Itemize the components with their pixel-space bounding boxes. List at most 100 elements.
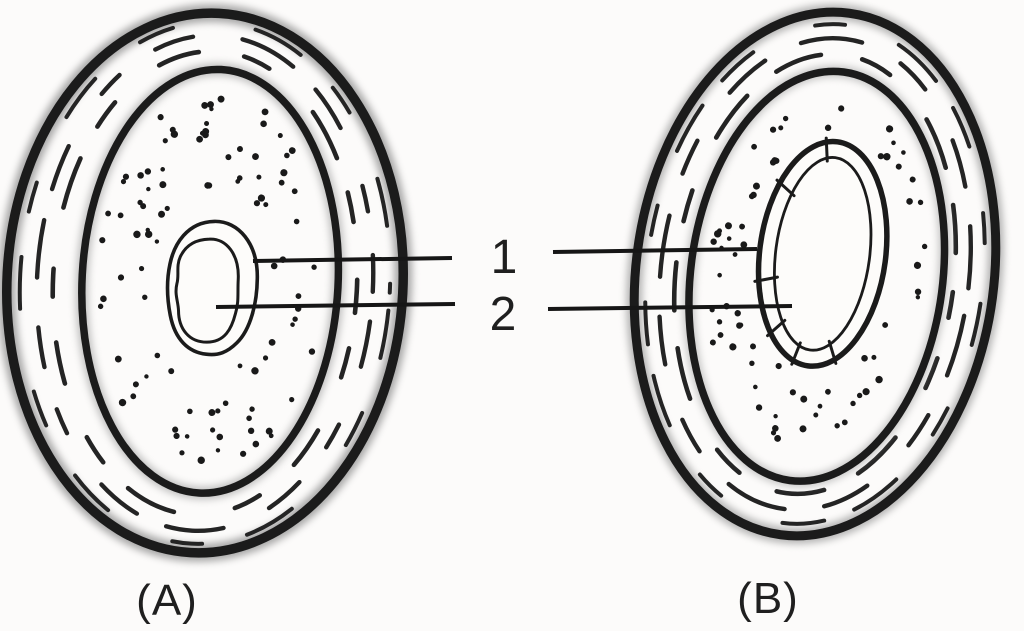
cytoplasm-dot	[280, 169, 288, 177]
cytoplasm-dot	[834, 423, 840, 429]
cytoplasm-dot	[197, 456, 205, 464]
cell-b-vacuole-inner-membrane	[773, 156, 873, 352]
cell-a	[0, 4, 413, 562]
cell-a-wall-striation	[17, 20, 393, 546]
cytoplasm-dot	[133, 230, 141, 239]
cytoplasm-dot	[137, 199, 143, 206]
cytoplasm-dot	[838, 105, 845, 112]
cytoplasm-dot	[196, 135, 204, 143]
cytoplasm-dot	[749, 360, 755, 367]
cell-a-wall-texture	[17, 20, 393, 546]
cytoplasm-dot	[750, 343, 757, 350]
cytoplasm-dot	[817, 403, 823, 409]
cytoplasm-dot	[240, 450, 247, 457]
cytoplasm-dot	[247, 427, 255, 435]
cytoplasm-dot	[891, 140, 896, 146]
cytoplasm-dot	[917, 199, 924, 206]
cytoplasm-dot	[168, 368, 175, 375]
cytoplasm-dot	[132, 381, 139, 388]
cytoplasm-dot	[164, 205, 170, 212]
vacuole-membrane-tick	[766, 318, 787, 338]
cytoplasm-dot	[154, 352, 161, 359]
callout-2-line-to-cell-b	[547, 304, 793, 311]
cell-b	[626, 4, 1004, 544]
cytoplasm-dot	[906, 198, 913, 205]
cytoplasm-dot	[755, 404, 763, 411]
callout-2-label: 2	[490, 288, 517, 341]
cytoplasm-dot	[717, 272, 722, 278]
cytoplasm-dot	[751, 143, 757, 150]
cytoplasm-dot	[813, 412, 819, 418]
cell-b-wall-striation	[643, 22, 987, 526]
vacuole-membrane-tick	[827, 339, 838, 365]
cytoplasm-dot	[260, 120, 267, 128]
cytoplasm-dot	[277, 133, 283, 139]
cytoplasm-dot	[856, 392, 863, 399]
vacuole-membrane-tick	[775, 178, 796, 198]
cytoplasm-dot	[717, 332, 724, 338]
cytoplasm-dot	[739, 223, 745, 230]
cytoplasm-dot	[901, 150, 906, 155]
cytoplasm-dot	[114, 355, 122, 363]
cytoplasm-dot	[734, 310, 741, 317]
cytoplasm-dot	[100, 295, 107, 303]
cytoplasm-dot	[732, 252, 738, 257]
cytoplasm-dot	[169, 126, 176, 133]
panel-a-label: (A)	[136, 576, 198, 625]
cytoplasm-dot	[895, 163, 902, 170]
cytoplasm-dot	[913, 261, 922, 270]
cytoplasm-dot	[716, 319, 723, 325]
cytoplasm-dot	[311, 264, 317, 270]
cytoplasm-dot	[850, 400, 856, 407]
cell-b-wall-texture	[643, 22, 987, 526]
cytoplasm-dot	[99, 237, 106, 244]
cytoplasm-dot	[753, 384, 758, 390]
cytoplasm-dot	[778, 125, 784, 131]
cytoplasm-dot	[270, 262, 278, 270]
cytoplasm-dot	[215, 408, 221, 414]
cytoplasm-dot	[117, 212, 124, 219]
cytoplasm-dot	[204, 182, 211, 189]
cytoplasm-dot	[726, 236, 732, 241]
cytoplasm-dot	[118, 398, 127, 407]
cytoplasm-dot	[122, 173, 130, 180]
cytoplasm-dot	[184, 434, 190, 439]
cytoplasm-dot	[217, 95, 225, 103]
cytoplasm-dot	[740, 241, 748, 249]
cytoplasm-dot	[187, 408, 193, 415]
cytoplasm-dot	[237, 363, 243, 369]
cytoplasm-dot	[769, 126, 777, 133]
cytoplasm-dot	[773, 413, 778, 419]
cytoplasm-dot	[862, 388, 870, 396]
cell-b-vacuole-membrane-ticks	[753, 136, 838, 366]
cytoplasm-dot	[729, 343, 737, 351]
cell-a-inner-membrane	[78, 65, 343, 497]
cytoplasm-dot	[157, 114, 164, 121]
cytoplasm-dot	[263, 202, 269, 208]
cytoplasm-dot	[885, 125, 894, 133]
cytoplasm-dot	[921, 243, 928, 250]
cytoplasm-dot	[289, 396, 295, 403]
cytoplasm-dot	[782, 115, 789, 122]
cytoplasm-dot	[257, 194, 266, 202]
cytoplasm-dot	[144, 374, 149, 379]
cytoplasm-dot	[154, 239, 160, 244]
cytoplasm-dot	[201, 102, 209, 109]
cytoplasm-dot	[824, 124, 832, 132]
cell-b-inner-membrane	[685, 67, 949, 485]
cytoplasm-dot	[162, 138, 168, 144]
cell-b-cytoplasm-granules	[709, 105, 928, 442]
cytoplasm-dot	[105, 210, 112, 217]
cytoplasm-dot	[909, 176, 916, 183]
cytoplasm-dot	[752, 182, 760, 190]
cytoplasm-dot	[771, 157, 779, 165]
cytoplasm-dot	[215, 448, 221, 453]
cytoplasm-dot	[292, 316, 298, 322]
cytoplasm-dot	[750, 191, 757, 199]
callout-2-line-to-cell-a	[215, 302, 456, 309]
cytoplasm-dot	[172, 426, 179, 433]
cytoplasm-dot	[291, 188, 298, 195]
cytoplasm-dot	[841, 419, 848, 426]
